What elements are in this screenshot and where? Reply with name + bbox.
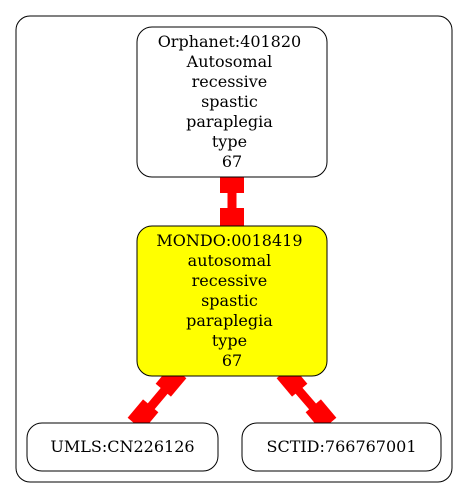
node-orphanet[interactable]: Orphanet:401820 Autosomal recessive spas…: [136, 26, 328, 178]
node-line: MONDO:0018419: [156, 231, 302, 250]
node-line: Orphanet:401820: [158, 32, 302, 51]
node-sctid-box: [241, 422, 442, 472]
node-mondo-box: [136, 225, 328, 377]
node-line: recessive: [192, 72, 268, 91]
node-orphanet-box: [136, 26, 328, 178]
node-line: UMLS:CN226126: [50, 437, 194, 456]
edge-orphanet-mondo: [220, 172, 244, 229]
node-line: autosomal: [188, 251, 272, 270]
node-line: paraplegia: [186, 311, 273, 330]
node-line: 67: [222, 152, 242, 171]
node-line: spastic: [201, 92, 258, 111]
edge-arrowhead: [220, 208, 244, 229]
node-sctid-label: SCTID:766767001: [266, 437, 416, 456]
node-line: type: [212, 331, 247, 350]
node-sctid[interactable]: SCTID:766767001: [241, 422, 442, 472]
node-line: type: [212, 132, 247, 151]
node-line: spastic: [201, 291, 258, 310]
node-umls-label: UMLS:CN226126: [50, 437, 194, 456]
node-umls-box: [26, 422, 219, 472]
cluster-frame: [15, 15, 453, 483]
node-mondo-label: MONDO:0018419 autosomal recessive spasti…: [156, 231, 307, 370]
node-line: paraplegia: [186, 112, 273, 131]
node-mondo[interactable]: MONDO:0018419 autosomal recessive spasti…: [136, 225, 328, 377]
node-line: recessive: [192, 271, 268, 290]
node-line: SCTID:766767001: [266, 437, 416, 456]
node-line: 67: [222, 351, 242, 370]
node-umls[interactable]: UMLS:CN226126: [26, 422, 219, 472]
node-line: Autosomal: [186, 52, 273, 71]
node-orphanet-label: Orphanet:401820 Autosomal recessive spas…: [158, 32, 307, 171]
